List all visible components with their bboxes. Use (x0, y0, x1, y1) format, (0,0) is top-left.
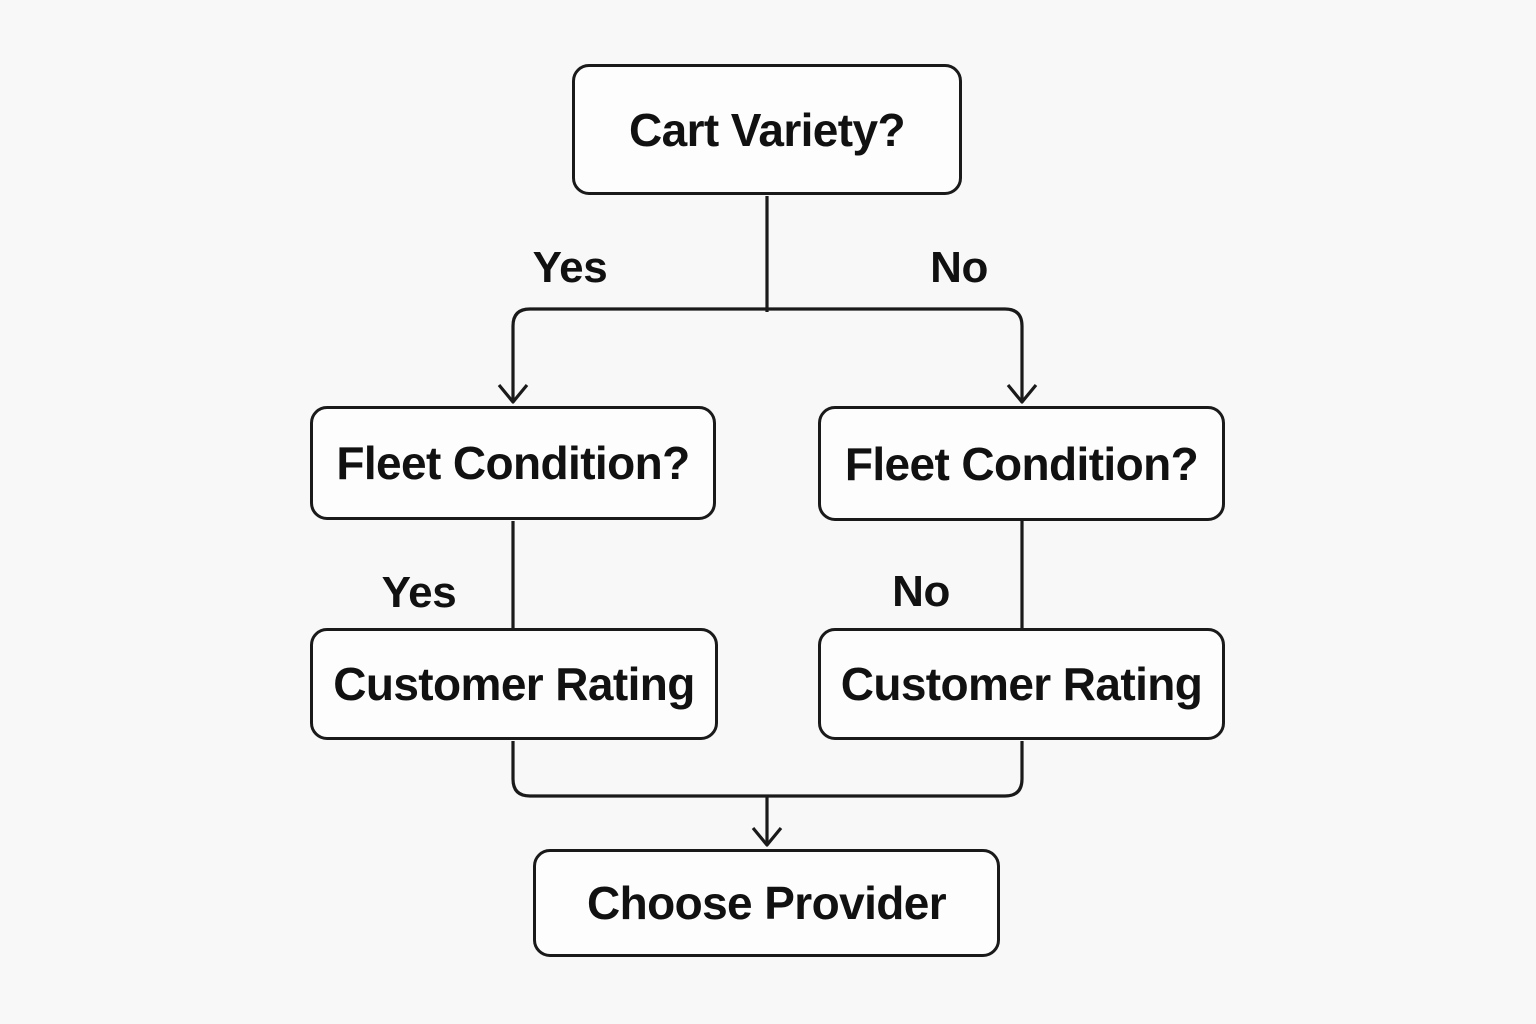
arrowhead-fleet-left-icon (497, 383, 529, 404)
node-choose-provider-label: Choose Provider (586, 877, 947, 929)
node-cart-variety-label: Cart Variety? (629, 103, 906, 156)
node-fleet-condition-left: Fleet Condition? (310, 406, 716, 520)
node-fleet-condition-right: Fleet Condition? (818, 406, 1225, 521)
node-cart-variety: Cart Variety? (572, 64, 962, 195)
node-customer-rating-right-label: Customer Rating (840, 658, 1203, 710)
edge-label-fleet-right-no: No (892, 567, 950, 616)
arrowhead-fleet-right-icon (1006, 383, 1038, 404)
node-fleet-condition-left-label: Fleet Condition? (336, 437, 690, 489)
arrowhead-result-icon (751, 826, 783, 847)
edge-label-fleet-left-yes: Yes (381, 568, 457, 617)
node-fleet-condition-right-label: Fleet Condition? (844, 437, 1199, 490)
node-customer-rating-right: Customer Rating (818, 628, 1225, 740)
edge-root-to-fleet-left (511, 307, 767, 401)
edge-label-root-no: No (930, 243, 988, 292)
edge-rating-left-converge (511, 741, 767, 798)
node-choose-provider: Choose Provider (533, 849, 1000, 957)
edge-rating-right-converge (767, 741, 1024, 798)
node-customer-rating-left: Customer Rating (310, 628, 718, 740)
edge-label-root-yes: Yes (532, 243, 608, 292)
edge-root-to-fleet-right (767, 307, 1024, 401)
node-customer-rating-left-label: Customer Rating (333, 658, 695, 710)
